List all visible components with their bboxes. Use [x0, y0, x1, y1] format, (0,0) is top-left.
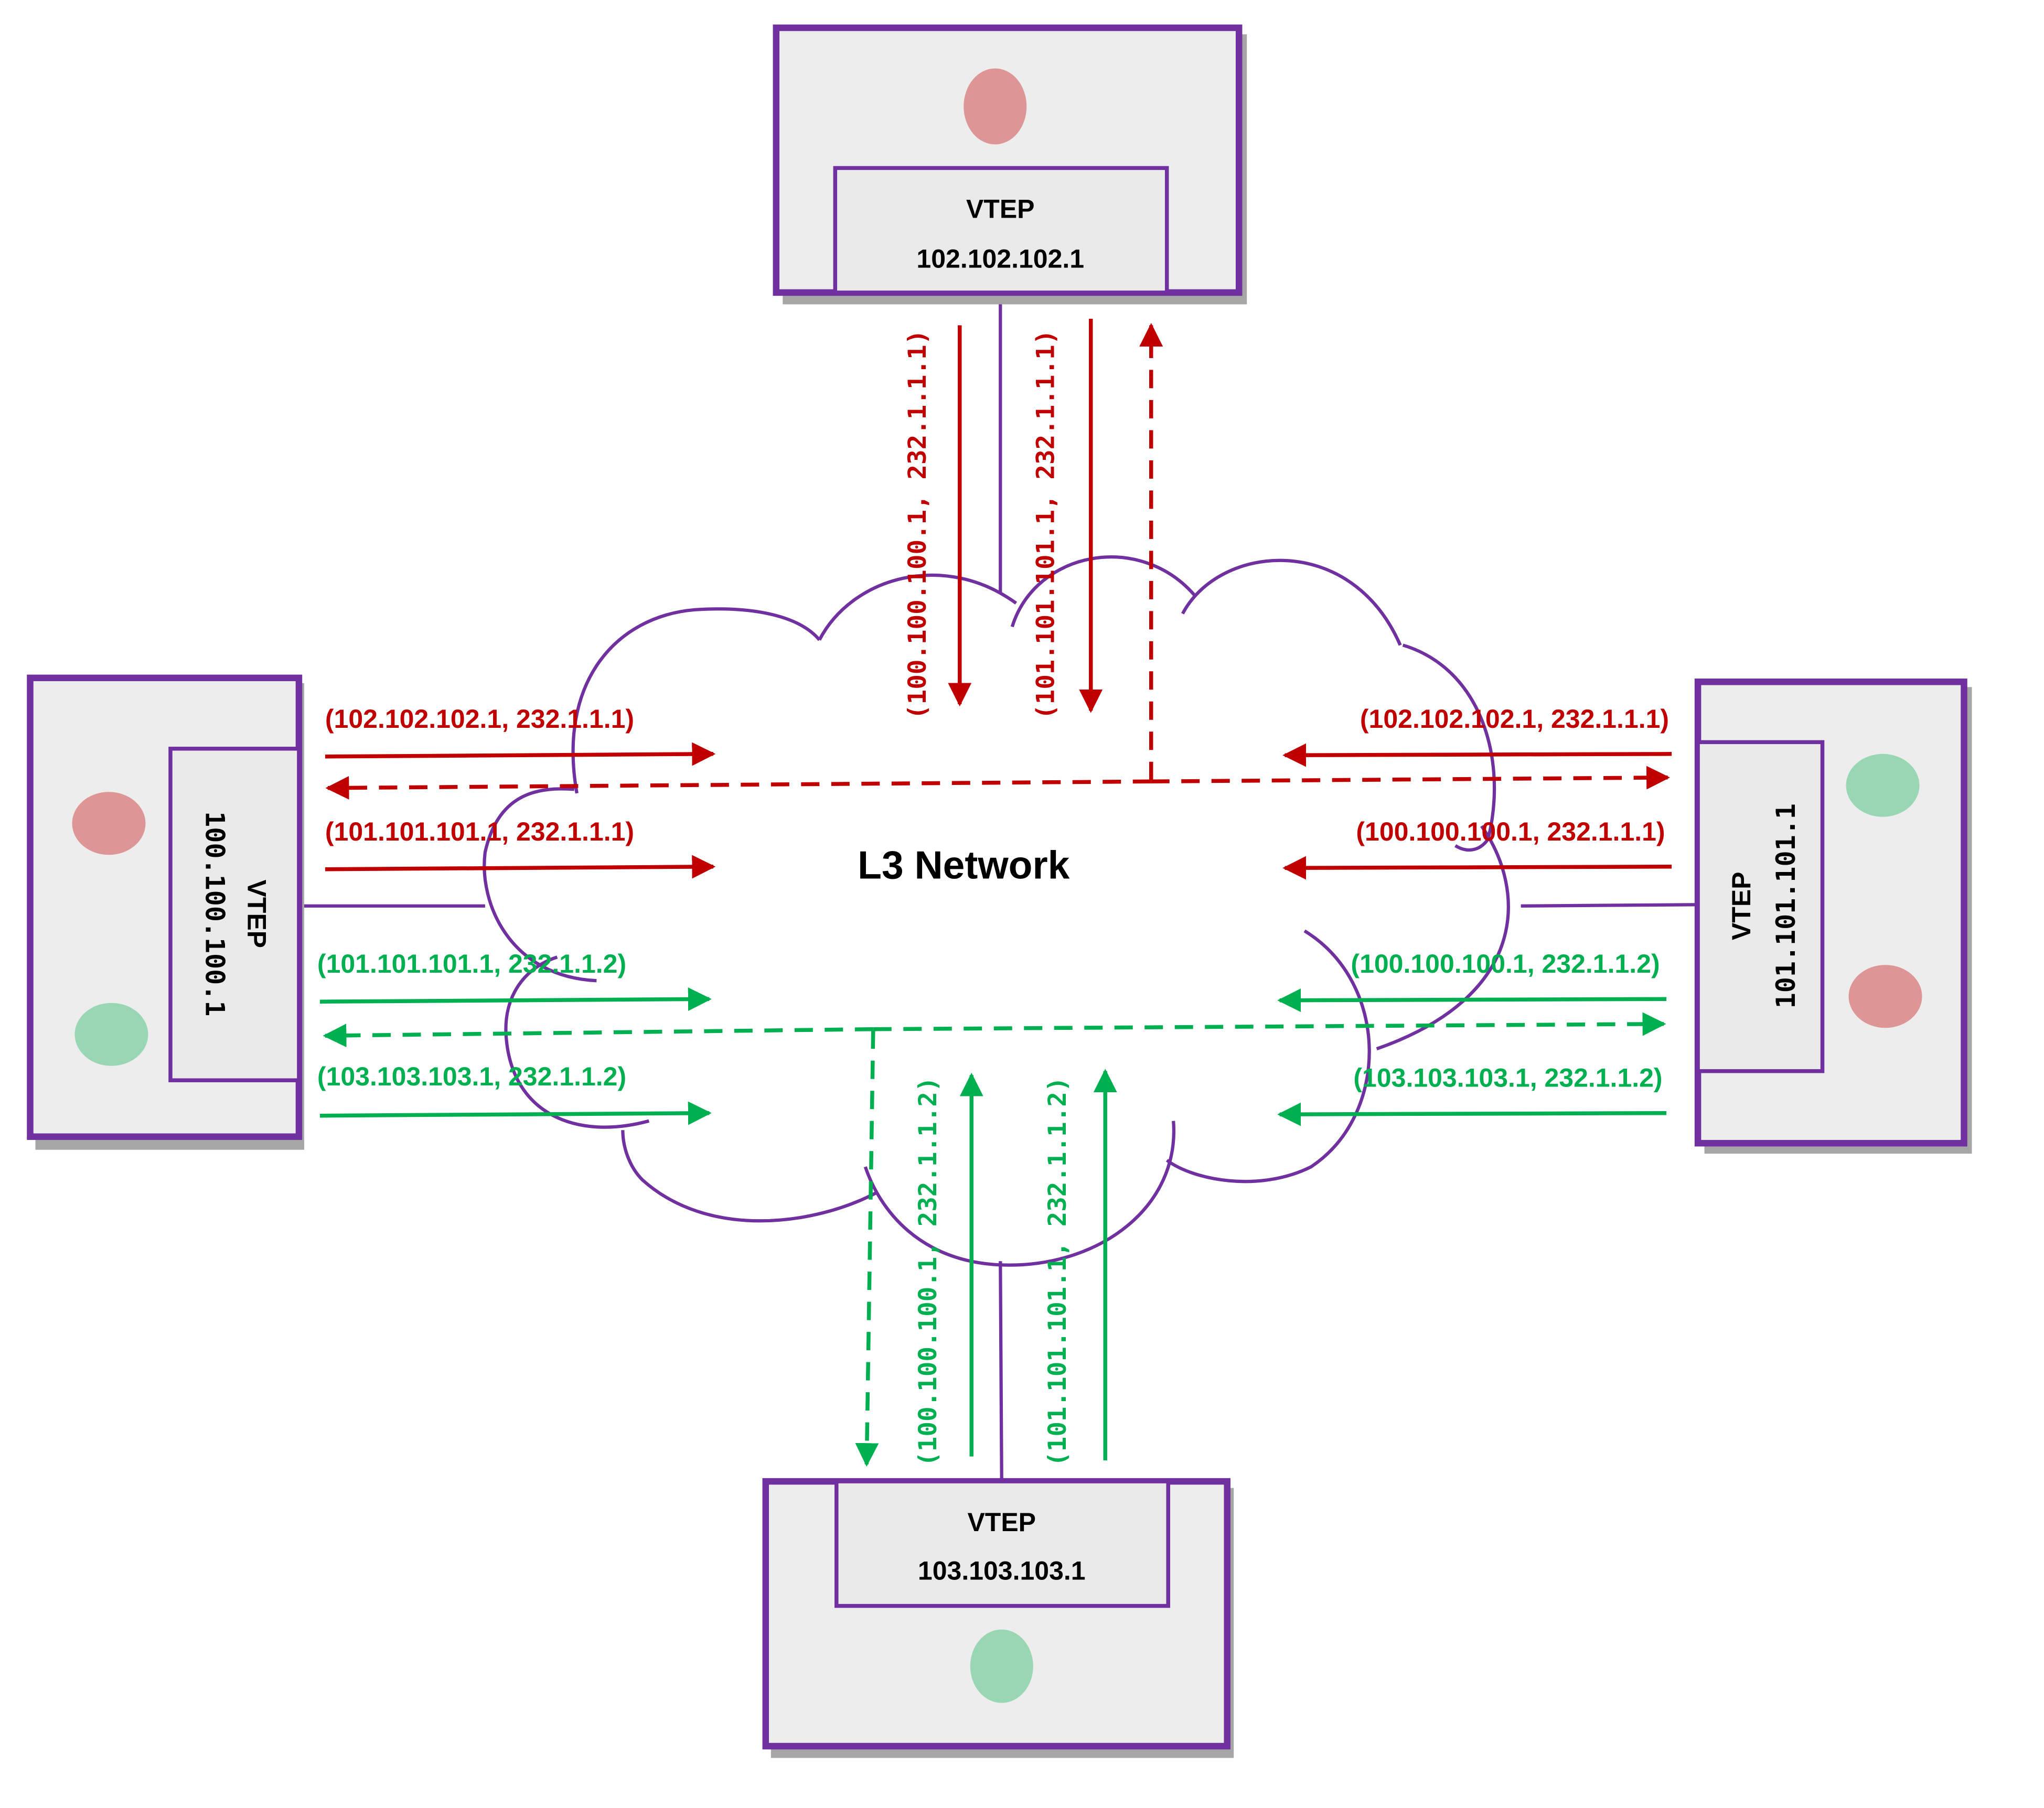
flow-arrow-red: [1282, 743, 1672, 767]
vm-red-icon: [1848, 965, 1922, 1028]
vtep-bottom-inner-box: [834, 1479, 1170, 1608]
cloud-outline-right-upper: [1402, 643, 1496, 852]
cloud-outline-bottom-right: [863, 1121, 1176, 1267]
flow-label: (100.100.100.1, 232.1.1.1): [1356, 817, 1665, 846]
vtep-top-title: VTEP: [966, 194, 1035, 223]
vtep-left-inner-box: [168, 747, 301, 1082]
flow-label: (103.103.103.1, 232.1.1.2): [1353, 1063, 1662, 1093]
vtep-bottom-ip: 103.103.103.1: [918, 1556, 1086, 1586]
vtep-left-ip: 100.100.100.1: [199, 811, 230, 1016]
flow-label: (100.100.100.1, 232.1.1.2): [914, 1077, 943, 1467]
flow-label: (102.102.102.1, 232.1.1.1): [325, 704, 634, 734]
cloud-outline-top-mid-left: [818, 573, 1018, 641]
flow-label: (102.102.102.1, 232.1.1.1): [1360, 704, 1669, 734]
flows-bottom: (100.100.100.1, 232.1.1.2) (101.101.101.…: [855, 1030, 1117, 1467]
vm-green-icon: [1846, 754, 1920, 817]
vtep-bottom: VTEP 103.103.103.1: [762, 1478, 1234, 1758]
flow-arrow-red: [1282, 856, 1672, 880]
cloud-outline-top-right: [1181, 558, 1402, 646]
flow-arrow-green: [319, 1101, 712, 1125]
flow-arrow-green-dashed: [323, 1024, 873, 1048]
flow-arrow-green: [1277, 1102, 1667, 1126]
network-label: L3 Network: [858, 843, 1069, 887]
vm-red-icon: [964, 68, 1027, 145]
l3-network-cloud: L3 Network: [483, 555, 1510, 1267]
vm-green-icon: [970, 1629, 1033, 1703]
vtep-top: VTEP 102.102.102.1: [773, 24, 1247, 305]
vtep-left: VTEP 100.100.100.1: [27, 674, 304, 1150]
cloud-outline-bottom-left: [621, 1130, 877, 1223]
vtep-right-title: VTEP: [1727, 871, 1756, 940]
flow-arrow-red-dashed: [1151, 766, 1671, 790]
cloud-outline-left-lower: [504, 955, 650, 1129]
vtep-right-ip: 101.101.101.1: [1771, 803, 1801, 1008]
link-right-vtep: [1521, 903, 1698, 908]
vtep-bottom-title: VTEP: [967, 1508, 1036, 1537]
flow-label: (101.101.101.1, 232.1.1.2): [1043, 1077, 1072, 1467]
cloud-outline-top-left: [571, 607, 821, 794]
flow-label: (103.103.103.1, 232.1.1.2): [317, 1062, 626, 1091]
flow-arrow-red-dashed: [325, 776, 1151, 800]
vm-green-icon: [74, 1003, 148, 1066]
cloud-outline-right-lower: [1165, 929, 1371, 1183]
flow-arrow-red: [325, 855, 716, 879]
flow-label: (101.101.101.1, 232.1.1.1): [325, 817, 634, 846]
flows-right: (102.102.102.1, 232.1.1.1) (100.100.100.…: [873, 704, 1672, 1126]
flow-arrow-green: [319, 987, 712, 1011]
flow-arrow-red: [325, 742, 716, 766]
cloud-outline-left-mid: [483, 787, 597, 983]
flow-label: (100.100.100.1, 232.1.1.2): [1351, 949, 1660, 978]
flow-label: (101.101.101.1, 232.1.1.1): [1032, 330, 1061, 719]
flow-arrow-green-dashed: [855, 1030, 879, 1467]
flow-arrow-green-dashed: [873, 1012, 1666, 1036]
vtep-top-inner-box: [833, 166, 1169, 295]
vtep-right: VTEP 101.101.101.1: [1694, 679, 1972, 1154]
flows-left: (102.102.102.1, 232.1.1.1) (101.101.101.…: [317, 704, 1151, 1125]
vtep-left-title: VTEP: [242, 879, 271, 948]
flow-arrow-green: [1277, 988, 1667, 1013]
cloud-outline-right-mid: [1376, 825, 1510, 1051]
flow-label: (100.100.100.1, 232.1.1.1): [903, 330, 932, 719]
vm-red-icon: [72, 792, 146, 855]
flows-top: (100.100.100.1, 232.1.1.1) (101.101.101.…: [903, 318, 1163, 780]
vtep-right-inner-box: [1696, 740, 1825, 1073]
vtep-top-ip: 102.102.102.1: [916, 244, 1084, 273]
flow-label: (101.101.101.1, 232.1.1.2): [317, 949, 626, 978]
link-bottom-vtep: [999, 1261, 1003, 1482]
